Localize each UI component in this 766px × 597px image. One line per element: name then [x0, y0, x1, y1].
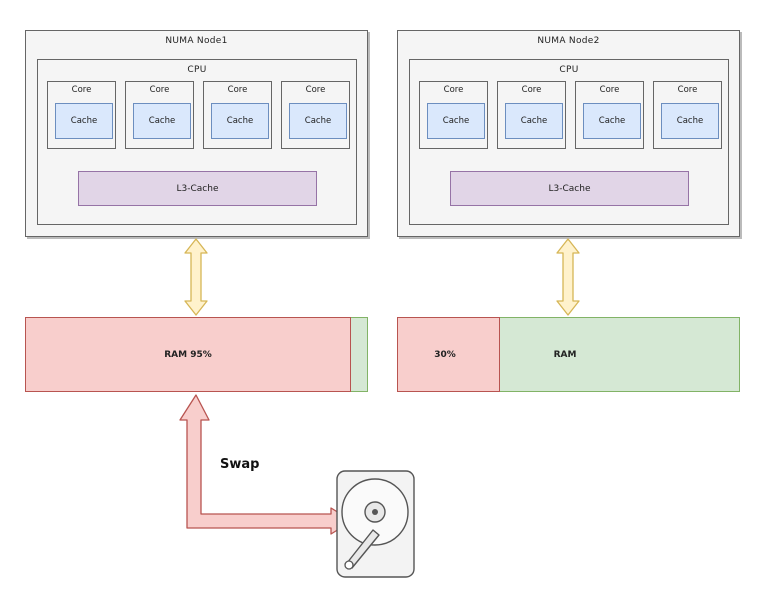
l3-cache: L3-Cache — [450, 171, 689, 206]
core-label: Core — [305, 85, 326, 95]
cache: Cache — [55, 103, 113, 139]
core-label: Core — [443, 85, 464, 95]
ram-used-segment — [397, 317, 500, 392]
core-label: Core — [677, 85, 698, 95]
cpu-label: CPU — [559, 65, 579, 75]
ram-used-label: 30% — [434, 350, 456, 360]
ram-bar-node-2: 30% RAM — [397, 317, 740, 392]
core: Core Cache — [497, 81, 566, 149]
core: Core Cache — [203, 81, 272, 149]
core: Core Cache — [575, 81, 644, 149]
swap-arrow — [179, 394, 353, 535]
node-title: NUMA Node2 — [537, 36, 600, 46]
core: Core Cache — [125, 81, 194, 149]
ram-used-label: RAM 95% — [164, 350, 212, 360]
bus-arrow-node-1 — [184, 238, 208, 316]
cpu: CPU Core Cache Core Cache Core Cache Cor… — [37, 59, 357, 225]
node-title: NUMA Node1 — [165, 36, 228, 46]
core: Core Cache — [653, 81, 722, 149]
core: Core Cache — [47, 81, 116, 149]
numa-node-1: NUMA Node1 CPU Core Cache Core Cache Cor… — [25, 30, 368, 237]
l3-cache: L3-Cache — [78, 171, 317, 206]
core-label: Core — [521, 85, 542, 95]
core: Core Cache — [281, 81, 350, 149]
cache: Cache — [211, 103, 269, 139]
cache: Cache — [427, 103, 485, 139]
core-label: Core — [149, 85, 170, 95]
core-label: Core — [599, 85, 620, 95]
bus-arrow-node-2 — [556, 238, 580, 316]
cache: Cache — [583, 103, 641, 139]
swap-label: Swap — [220, 457, 260, 472]
cache: Cache — [133, 103, 191, 139]
cache: Cache — [505, 103, 563, 139]
cache: Cache — [289, 103, 347, 139]
cache: Cache — [661, 103, 719, 139]
cpu-label: CPU — [187, 65, 207, 75]
core-label: Core — [227, 85, 248, 95]
cpu: CPU Core Cache Core Cache Core Cache Cor… — [409, 59, 729, 225]
hard-disk-icon — [336, 470, 415, 578]
core-label: Core — [71, 85, 92, 95]
ram-used-segment — [25, 317, 351, 392]
numa-node-2: NUMA Node2 CPU Core Cache Core Cache Cor… — [397, 30, 740, 237]
ram-bar-node-1: RAM 95% — [25, 317, 368, 392]
ram-free-label: RAM — [553, 350, 577, 360]
core: Core Cache — [419, 81, 488, 149]
